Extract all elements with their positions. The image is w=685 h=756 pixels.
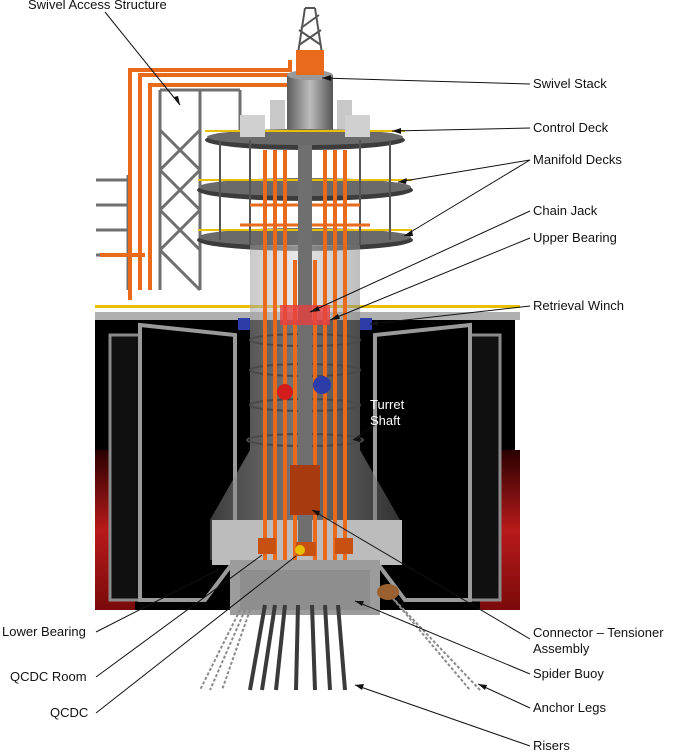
label-retrieval-winch: Retrieval Winch	[533, 298, 625, 313]
label-chain-jack: Chain Jack	[533, 203, 598, 218]
label-anchor-legs: Anchor Legs	[533, 700, 606, 715]
label-swivel-stack: Swivel Stack	[533, 76, 607, 91]
retrieval-winch-left	[238, 318, 250, 330]
label-turret-shaft-line1: Turret	[370, 397, 405, 412]
qcdc-yellow	[295, 545, 305, 555]
label-control-deck: Control Deck	[533, 120, 609, 135]
leader-lines	[95, 11, 531, 747]
label-spider-buoy: Spider Buoy	[533, 666, 604, 681]
access-pipes	[100, 60, 300, 300]
anchor-winch	[377, 584, 399, 600]
label-swivel-access-structure: Swivel Access Structure	[28, 0, 167, 12]
label-manifold-decks: Manifold Decks	[533, 152, 622, 167]
riser-lines	[248, 604, 347, 691]
label-qcdc-room: QCDC Room	[10, 669, 87, 684]
anchor-chains	[199, 589, 481, 691]
label-upper-bearing: Upper Bearing	[533, 230, 617, 245]
label-connector-tensioner-line2: Assembly	[533, 641, 590, 656]
center-chain-column	[298, 145, 312, 555]
label-turret-shaft-line2: Shaft	[370, 413, 401, 428]
valve-blue	[313, 376, 331, 394]
label-connector-tensioner-line1: Connector – Tensioner	[533, 625, 664, 640]
label-lower-bearing: Lower Bearing	[2, 624, 86, 639]
retrieval-winch-right	[360, 318, 372, 330]
label-qcdc: QCDC	[50, 705, 89, 720]
upper-bearing	[280, 305, 330, 325]
valve-red	[277, 384, 293, 400]
swivel-derrick	[296, 7, 324, 61]
spider-buoy	[240, 570, 370, 610]
arrowheads	[174, 75, 487, 690]
connector-tensioner-assembly	[290, 465, 320, 515]
label-risers: Risers	[533, 738, 570, 753]
